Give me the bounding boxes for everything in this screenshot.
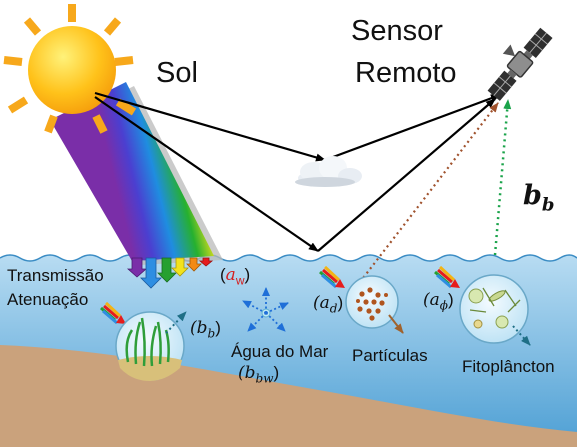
aw-symbol: a — [225, 265, 236, 285]
particles-signal-arrow — [359, 102, 499, 283]
bb-label: bb — [523, 180, 554, 215]
bb-subscript: b — [541, 194, 555, 216]
seagrass-icon — [115, 311, 185, 381]
bb-bottom-close: ) — [215, 318, 221, 337]
aphi-symbol: (a — [423, 290, 440, 310]
sensor-label-line1: Sensor — [351, 15, 443, 47]
attenuation-label: Atenuação — [7, 290, 89, 309]
aphi-subscript: ϕ — [439, 298, 448, 313]
aw-open: ( — [220, 265, 226, 284]
satellite-icon — [487, 27, 553, 101]
transmission-label: Transmissão — [7, 266, 104, 285]
aphi-close: ) — [447, 290, 454, 309]
backscatter-arrow — [493, 99, 512, 256]
phytoplankton-icon — [459, 274, 529, 344]
bbw-close: ) — [273, 363, 280, 382]
sensor-label-line2: Remoto — [355, 57, 457, 89]
bb-bottom-symbol: (b — [190, 318, 208, 338]
cloud-icon — [295, 156, 362, 187]
ad-close: ) — [337, 293, 344, 312]
aphi-label: (aϕ) — [423, 290, 454, 312]
light-ray-icons — [100, 265, 460, 325]
aw-subscript: w — [235, 273, 245, 288]
ad-subscript: d — [329, 301, 338, 316]
bbw-subscript: bw — [255, 371, 274, 386]
sun-label: Sol — [156, 57, 198, 89]
particles-label: Partículas — [352, 346, 428, 365]
attenuation-arrows — [126, 257, 214, 289]
reflection-paths — [94, 91, 501, 252]
wave-line — [0, 254, 577, 262]
water-molecule-icon — [242, 287, 289, 332]
sun-icon — [3, 4, 137, 134]
aw-close: ) — [244, 265, 251, 284]
ad-symbol: (a — [313, 293, 330, 313]
phyto-label: Fitoplâncton — [462, 357, 555, 376]
phyto-scatter-arrow — [512, 325, 531, 346]
seawater-label: Água do Mar — [231, 342, 329, 361]
aw-label: (aw) — [220, 265, 250, 287]
particles-icon — [345, 275, 399, 329]
particles-scatter-arrow — [388, 314, 404, 334]
bb-bottom-subscript: b — [207, 326, 216, 341]
ad-label: (ad) — [313, 293, 343, 315]
bbw-label: (bbw) — [238, 363, 279, 385]
bb-symbol: b — [523, 180, 542, 211]
bb-bottom-label: (bb) — [190, 318, 221, 340]
bbw-symbol: (b — [238, 363, 256, 383]
